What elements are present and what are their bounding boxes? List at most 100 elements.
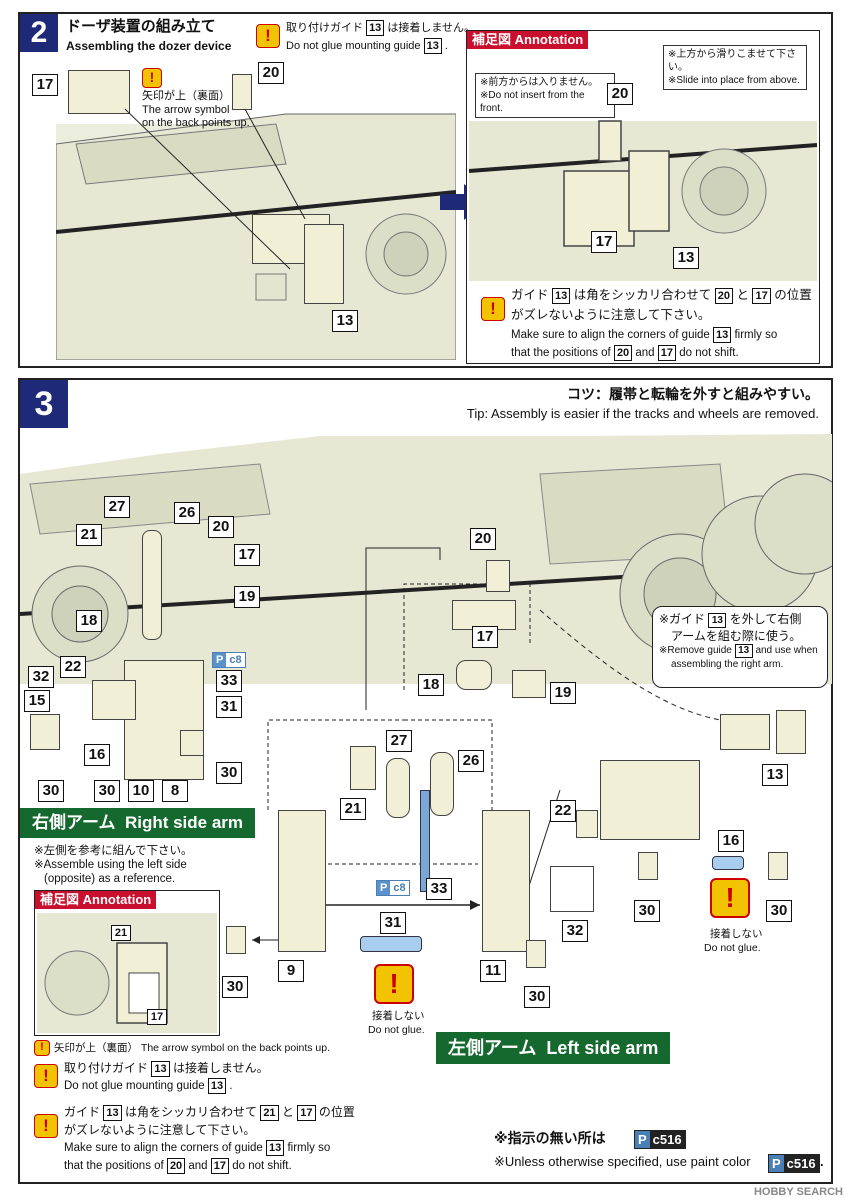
warning-icon: ! — [374, 964, 414, 1004]
text: ガイド — [511, 288, 549, 302]
step2-panel: 2 ドーザ装置の組み立て Assembling the dozer device… — [18, 12, 833, 368]
remove-guide-en-3: assembling the right arm. — [671, 659, 784, 670]
text: P — [769, 1155, 784, 1172]
text: は接着しません。 — [387, 22, 476, 34]
cylinder-part — [142, 530, 162, 640]
warning-icon: ! — [34, 1040, 50, 1056]
align-warning-en-2: that the positions of 20 and 17 do not s… — [64, 1158, 292, 1174]
annotation-hull — [37, 913, 217, 1033]
step-number: 3 — [20, 380, 68, 428]
watermark-text: HOBBY SEARCH — [753, 1186, 843, 1198]
text: ※Remove guide — [659, 645, 732, 656]
text: that the positions of — [64, 1160, 164, 1172]
text: ガイド — [64, 1105, 101, 1119]
part-20-drawing — [486, 560, 510, 592]
part-30-label: 30 — [524, 986, 550, 1008]
text: c8 — [229, 654, 242, 666]
part-16-drawing — [712, 856, 744, 870]
bracket-part — [30, 714, 60, 750]
text: and — [188, 1160, 208, 1172]
part-19-drawing — [512, 670, 546, 698]
text: P — [213, 653, 227, 667]
arrow-note: 矢印が上（裏面） The arrow symbol on the back po… — [54, 1042, 331, 1054]
rod-part — [420, 790, 430, 892]
align-warning-jp-2: がズレないように注意して下さい。 — [511, 308, 711, 322]
step-number: 2 — [20, 14, 58, 52]
part-21-label: 21 — [340, 798, 366, 820]
text: and — [635, 347, 655, 359]
text: Make sure to align the corners of guide — [64, 1142, 263, 1154]
part-16-label: 16 — [84, 744, 110, 766]
part-21-label: 21 — [76, 524, 102, 546]
align-warning-jp-2: がズレないように注意して下さい。 — [64, 1123, 256, 1137]
part-18-drawing — [456, 660, 492, 690]
part-number: 13 — [366, 20, 385, 36]
part-9-drawing — [278, 810, 326, 952]
part-17-label: 17 — [234, 544, 260, 566]
part-30-drawing — [226, 926, 246, 954]
text: ※前方からは入りません。 — [480, 77, 599, 88]
guide-part — [92, 680, 136, 720]
text: do not shift. — [232, 1160, 292, 1172]
watermark: HOBBY SEARCH — [754, 1186, 843, 1198]
text: と — [736, 288, 749, 302]
text: and use when — [755, 645, 818, 656]
annotation-label: 補足図 Annotation — [467, 31, 589, 49]
part-20-drawing — [232, 74, 252, 110]
part-number: 20 — [613, 345, 633, 361]
part-31-drawing — [360, 936, 422, 952]
part-number: 17 — [297, 1105, 316, 1121]
text: . — [229, 1080, 233, 1092]
text: 取り付けガイド — [286, 22, 363, 34]
part-number: 17 — [210, 1158, 230, 1174]
part-30-drawing — [638, 852, 658, 880]
part-27-label: 27 — [104, 496, 130, 518]
period: . — [820, 1154, 824, 1169]
remove-guide-jp-3: アームを組む際に使う。 — [671, 629, 802, 643]
part-number: 13 — [207, 1078, 227, 1094]
part-13-label: 13 — [332, 310, 358, 332]
text: that the positions of — [511, 347, 611, 359]
tip-jp: コツ：履帯と転輪を外すと組みやすい。 — [567, 386, 819, 402]
part-13-drawing-b — [304, 224, 344, 304]
bracket-part — [180, 730, 204, 756]
warning-icon: ! — [142, 68, 162, 88]
remove-guide-note: ※ガイド 13 を外して右側 アームを組む際に使う。 ※Remove guide… — [652, 606, 828, 688]
part-30-label: 30 — [38, 780, 64, 802]
warning-icon: ! — [34, 1114, 58, 1138]
text: P — [635, 1131, 650, 1148]
text: Right side arm — [124, 813, 244, 832]
part-number: 17 — [657, 345, 677, 361]
part-20-label: 20 — [607, 83, 633, 105]
part-17-label: 17 — [32, 74, 58, 96]
part-number: 13 — [552, 288, 571, 304]
part-17-label: 17 — [472, 626, 498, 648]
text: ※指示の無い所は — [494, 1130, 606, 1146]
text: firmly so — [734, 329, 778, 341]
text: ※ガイド — [659, 612, 706, 626]
part-20-label: 20 — [470, 528, 496, 550]
text: を外して右側 — [729, 612, 802, 626]
part-30-label: 30 — [216, 762, 242, 784]
part-22-label: 22 — [60, 656, 86, 678]
text: Make sure to align the corners of guide — [511, 329, 710, 341]
annotation-box: 補足図 Annotation ※上方から滑りこませて下さい。 ※Slide in… — [466, 30, 820, 364]
part-11-label: 11 — [480, 960, 506, 982]
annotation-hull — [469, 120, 817, 281]
part-13-drawing-b — [776, 710, 806, 754]
part-21-drawing — [350, 746, 376, 790]
part-26-drawing — [430, 752, 454, 816]
text: ※Do not insert from the front. — [480, 90, 585, 114]
text: 左側アーム — [448, 1038, 537, 1058]
part-15-label: 15 — [24, 690, 50, 712]
assembly-lines — [124, 108, 306, 270]
text: do not shift. — [679, 347, 739, 359]
unspecified-jp: ※指示の無い所は — [494, 1130, 606, 1147]
remove-guide-jp-1: ※ガイド 13 を外して右側 — [659, 611, 821, 628]
text: は接着しません。 — [172, 1061, 269, 1075]
text: 取り付けガイド — [64, 1061, 149, 1075]
do-not-glue-en: Do not glue. — [704, 942, 761, 954]
